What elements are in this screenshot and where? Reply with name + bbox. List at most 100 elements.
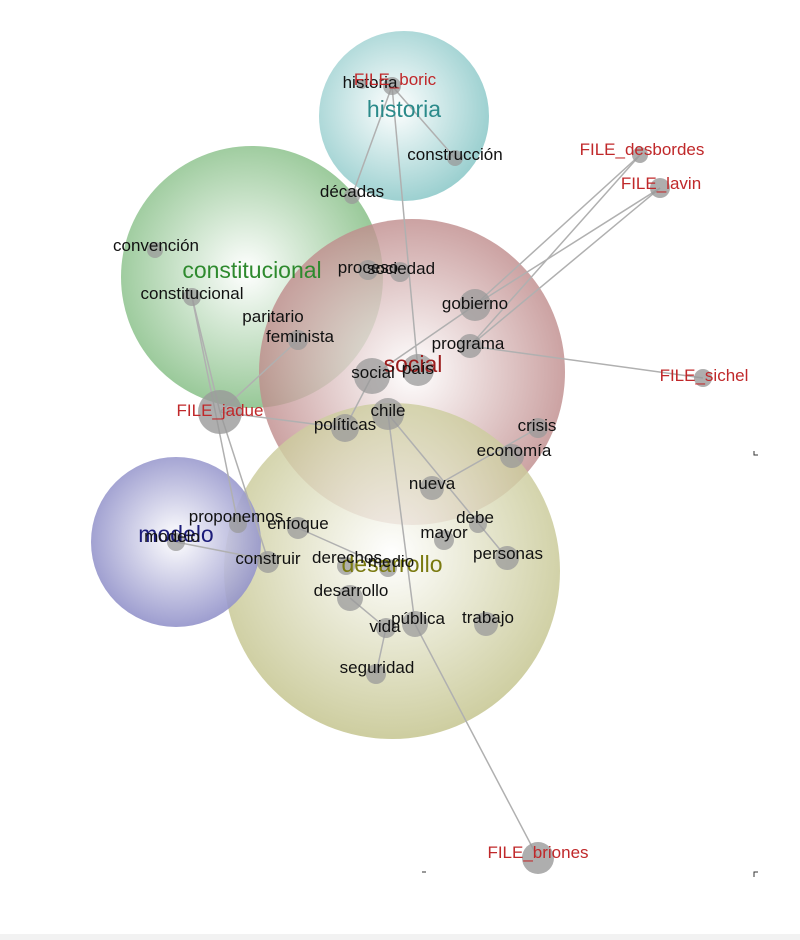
term-label: vida xyxy=(369,617,401,636)
term-label: construir xyxy=(235,549,301,568)
cluster-label-social: social xyxy=(384,351,443,377)
term-label: políticas xyxy=(314,415,376,434)
term-label: convención xyxy=(113,236,199,255)
term-label: país xyxy=(402,359,434,378)
file-label-jadue: FILE_jadue xyxy=(177,401,264,420)
term-label: derechos xyxy=(312,548,382,567)
node-construir xyxy=(257,551,279,573)
node-social xyxy=(354,358,390,394)
cluster-label-modelo: modelo xyxy=(138,521,213,547)
node-mayor xyxy=(434,530,454,550)
node-feminista xyxy=(288,330,308,350)
term-label: modelo xyxy=(144,527,200,546)
term-label: chile xyxy=(371,401,406,420)
node-politicas xyxy=(331,414,359,442)
node-constitucional xyxy=(183,288,201,306)
term-label: desarrollo xyxy=(314,581,389,600)
term-label: mayor xyxy=(420,523,468,542)
file-label-sichel: FILE_sichel xyxy=(660,366,749,385)
term-label: pública xyxy=(391,609,445,628)
node-file-jadue xyxy=(198,390,242,434)
term-label: seguridad xyxy=(340,658,415,677)
cluster-label-constitucional: constitucional xyxy=(182,257,321,283)
node-historia-small xyxy=(357,79,367,89)
node-desarrollo xyxy=(337,585,363,611)
file-nodes xyxy=(198,147,712,874)
term-label: feminista xyxy=(266,327,335,346)
node-file-desbordes xyxy=(632,147,648,163)
term-label: sociedad xyxy=(367,259,435,278)
node-file-sichel xyxy=(694,369,712,387)
node-seguridad xyxy=(366,664,386,684)
term-label: gobierno xyxy=(442,294,508,313)
node-convencion xyxy=(147,242,163,258)
edge xyxy=(474,187,661,306)
cluster-label-historia: historia xyxy=(367,96,441,122)
term-label: décadas xyxy=(320,182,384,201)
corner-mark xyxy=(753,871,758,877)
term-label: paritario xyxy=(242,307,303,326)
edge xyxy=(431,427,539,489)
term-label: historia xyxy=(343,73,398,92)
node-file-lavin xyxy=(650,178,670,198)
node-sociedad xyxy=(390,262,410,282)
corner-marks xyxy=(422,451,758,877)
edge xyxy=(175,541,269,561)
term-label: proponemos xyxy=(189,507,284,526)
term-label: enfoque xyxy=(267,514,328,533)
edge xyxy=(371,304,476,377)
edge xyxy=(469,187,661,347)
edge xyxy=(391,85,456,159)
node-medio xyxy=(379,559,397,577)
edge xyxy=(219,411,269,561)
corner-mark xyxy=(753,451,758,456)
node-construccion xyxy=(447,150,463,166)
edge xyxy=(297,527,389,569)
term-label: crisis xyxy=(518,416,557,435)
term-label: constitucional xyxy=(140,284,243,303)
edge xyxy=(391,85,419,371)
node-file-briones xyxy=(522,842,554,874)
term-label: nueva xyxy=(409,474,456,493)
term-label: debe xyxy=(456,508,494,527)
node-trabajo xyxy=(474,612,498,636)
term-label: construcción xyxy=(407,145,502,164)
node-decadas xyxy=(344,188,360,204)
edge xyxy=(469,154,641,347)
edge xyxy=(474,154,641,306)
node-publica xyxy=(402,611,428,637)
file-label-lavin: FILE_lavin xyxy=(621,174,701,193)
file-labels: FILE_boric FILE_desbordes FILE_lavin FIL… xyxy=(177,70,749,862)
file-label-desbordes: FILE_desbordes xyxy=(580,140,705,159)
node-economia xyxy=(500,444,524,468)
node-personas xyxy=(495,546,519,570)
node-proponemos xyxy=(229,515,247,533)
term-label: social xyxy=(351,363,394,382)
node-derechos xyxy=(337,557,355,575)
term-label: economía xyxy=(477,441,552,460)
term-label: programa xyxy=(432,334,505,353)
bottom-strip xyxy=(0,934,800,940)
node-modelo xyxy=(167,533,185,551)
node-proceso xyxy=(358,260,378,280)
node-enfoque xyxy=(287,517,309,539)
edge xyxy=(387,413,416,625)
node-programa xyxy=(458,334,482,358)
file-label-boric: FILE_boric xyxy=(354,70,437,89)
node-historia xyxy=(383,77,401,95)
term-label: proceso xyxy=(338,258,398,277)
file-label-briones: FILE_briones xyxy=(487,843,588,862)
node-crisis xyxy=(528,418,548,438)
node-nueva xyxy=(420,476,444,500)
edge xyxy=(387,413,508,559)
node-vida xyxy=(376,618,396,638)
node-pais xyxy=(402,354,434,386)
edge xyxy=(351,85,393,197)
node-debe xyxy=(469,515,487,533)
term-nodes xyxy=(147,77,548,684)
term-label: trabajo xyxy=(462,608,514,627)
term-label: medio xyxy=(368,552,414,571)
node-chile xyxy=(372,398,404,430)
